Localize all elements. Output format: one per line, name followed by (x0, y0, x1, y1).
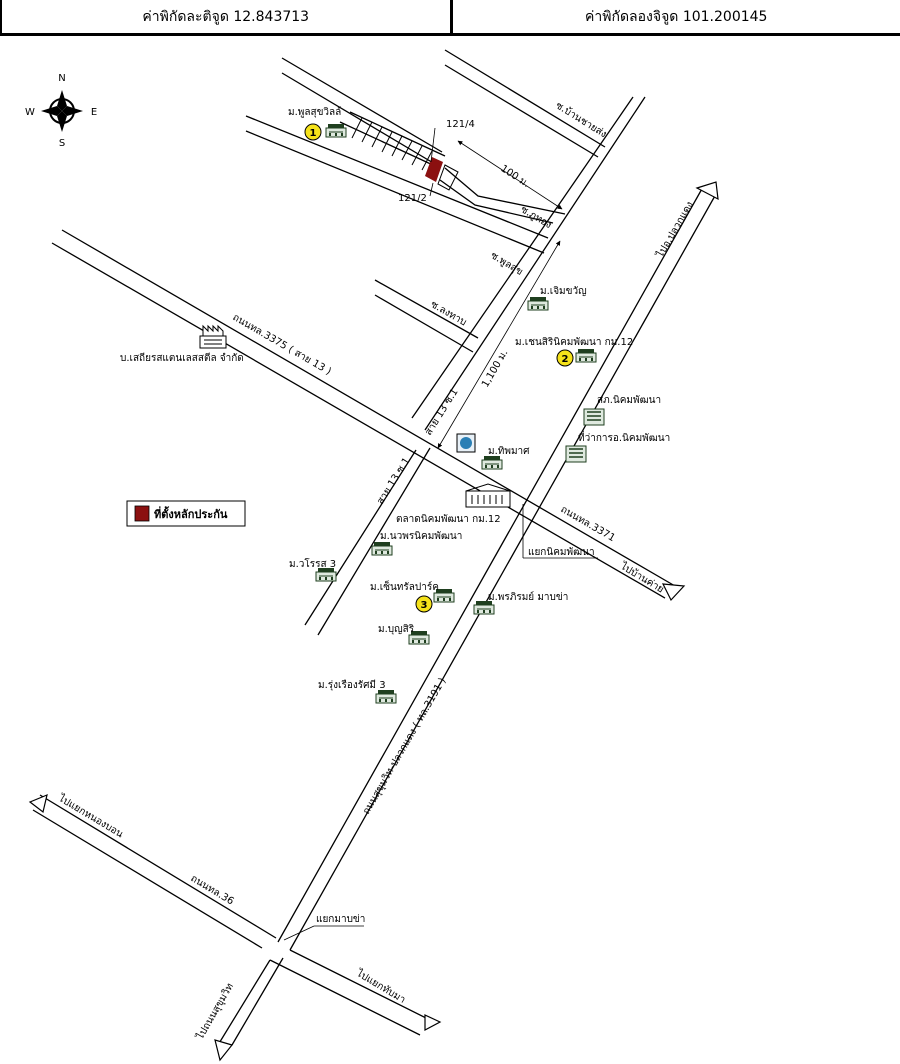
place-chaloemkhwan: ม.เจิมขวัญ (527, 286, 587, 311)
road-phunsuk: ซ.พูลสุข (488, 250, 524, 278)
svg-text:1: 1 (310, 128, 317, 139)
location-map: N S E W (25, 49, 719, 1062)
road-to-bankhai: ไปบ้านค่าย (618, 560, 666, 596)
marker-2-label: ม.เชนสิรินิคมพัฒนา กม.12 (515, 337, 633, 348)
place-market: ตลาดนิคมพัฒนา กม.12 (396, 483, 511, 525)
svg-text:ม.ทิพมาศ: ม.ทิพมาศ (488, 446, 530, 457)
legend-swatch (134, 505, 150, 522)
svg-text:ม.นวพรนิคมพัฒนา: ม.นวพรนิคมพัฒนา (380, 531, 462, 542)
svg-text:ม.เจิมขวัญ: ม.เจิมขวัญ (540, 286, 587, 297)
place-thiphamat: ม.ทิพมาศ (481, 446, 530, 470)
compass-east: E (91, 107, 97, 118)
road-sai13-bottom: สาย 13 ซ.1 (375, 456, 412, 507)
svg-text:2: 2 (562, 354, 569, 365)
marker-2: 2 ม.เชนสิรินิคมพัฒนา กม.12 (515, 337, 633, 367)
svg-text:บ.เสถียรสแตนเลสสตีล จำกัด: บ.เสถียรสแตนเลสสตีล จำกัด (120, 352, 244, 364)
compass-icon: N S E W (25, 73, 97, 149)
place-worrasa: ม.วโรรส 3 (289, 557, 337, 582)
svg-text:ม.วโรรส 3: ม.วโรรส 3 (289, 557, 336, 570)
svg-text:ที่ว่าการอ.นิคมพัฒนา: ที่ว่าการอ.นิคมพัฒนา (578, 430, 670, 444)
road-hwy36: ถนนทล.36 (188, 873, 235, 907)
compass-south: S (59, 138, 65, 149)
highway-3375-3371 (51, 229, 676, 599)
road-to-pluakdaeng: ไปอ.ปลวกแดง (654, 199, 696, 260)
marker-1: 1 ม.พูลสุขวิลล์ (288, 106, 347, 141)
gas-station-icon (456, 433, 476, 453)
coordinate-bar: ค่าพิกัดละติจูด 12.843713 ค่าพิกัดลองจิจ… (0, 0, 900, 36)
place-bunsiri: ม.บุญสิริ (378, 624, 430, 645)
place-district-office: ที่ว่าการอ.นิคมพัฒนา (565, 430, 670, 463)
road-hwy3191: ถนนสุขุมวิท-ปลวกแดง ( ทล.3191 ) (361, 676, 448, 816)
svg-text:ม.บุญสิริ: ม.บุญสิริ (378, 624, 415, 635)
junction-mapcha: แยกมาบข่า (316, 914, 365, 925)
marker-3-label: ม.เซ็นทรัลปาร์ค (370, 579, 439, 593)
svg-text:ตลาดนิคมพัฒนา กม.12: ตลาดนิคมพัฒนา กม.12 (396, 514, 501, 525)
distance-100: 100 ม. (498, 163, 531, 190)
compass-north: N (58, 73, 65, 84)
svg-text:3: 3 (421, 600, 428, 611)
place-naphon: ม.นวพรนิคมพัฒนา (371, 531, 462, 556)
plot-label-a: 121/4 (446, 119, 475, 130)
plot-label-b: 121/2 (398, 193, 427, 204)
place-police: สภ.นิคมพัฒนา (583, 395, 661, 426)
marker-3: 3 ม.เซ็นทรัลปาร์ค (370, 579, 455, 613)
road-end-arrows (28, 181, 719, 1062)
svg-text:ม.พรภิรมย์ มาบข่า: ม.พรภิรมย์ มาบข่า (488, 591, 568, 603)
place-company: บ.เสถียรสแตนเลสสตีล จำกัด (120, 324, 244, 364)
legend-label: ที่ตั้งหลักประกัน (154, 506, 228, 521)
highway-3191 (277, 186, 717, 951)
road-hwy3375: ถนนทล.3375 ( สาย 13 ) (231, 312, 333, 378)
road-to-sukhumvit: ไปถนนสุขุมวิท (194, 981, 236, 1042)
marker-1-label: ม.พูลสุขวิลล์ (288, 106, 341, 118)
compass-west: W (25, 107, 35, 118)
legend: ที่ตั้งหลักประกัน (126, 500, 246, 527)
highway-36 (32, 794, 431, 1046)
property-plots (339, 111, 459, 191)
collateral-plot (425, 157, 443, 182)
latitude-label: ค่าพิกัดละติจูด 12.843713 (0, 0, 453, 33)
place-phornsirom: ม.พรภิรมย์ มาบข่า (473, 591, 568, 615)
longitude-label: ค่าพิกัดลองจิจูด 101.200145 (585, 8, 768, 25)
road-ban-chaisong: ซ.บ้านชายส่ง (553, 99, 609, 140)
svg-text:ม.รุ่งเรืองรัศมี 3: ม.รุ่งเรืองรัศมี 3 (318, 679, 386, 691)
road-to-nongbon: ไปแยกหนองบอน (56, 792, 126, 841)
svg-text:สภ.นิคมพัฒนา: สภ.นิคมพัฒนา (597, 395, 661, 406)
place-rungrueangsi: ม.รุ่งเรืองรัศมี 3 (318, 679, 397, 704)
junction-nikhom: แยกนิคมพัฒนา (528, 547, 595, 558)
